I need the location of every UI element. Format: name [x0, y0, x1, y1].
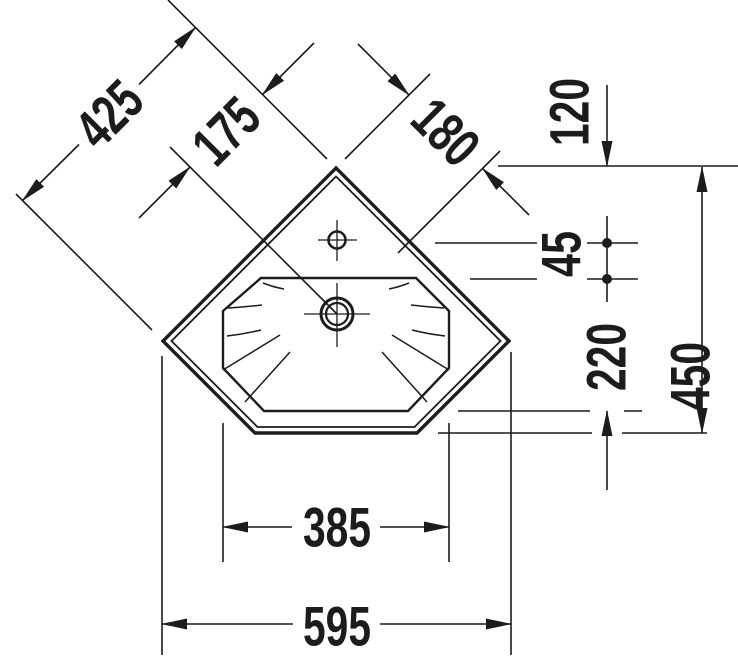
- drain-symbol: [304, 283, 370, 347]
- dim-450-label: 450: [659, 342, 722, 410]
- dimension-425: 425: [21, 26, 197, 202]
- dim-45-dot-terminator: [602, 238, 612, 248]
- dim-385-label: 385: [303, 496, 371, 559]
- dimension-180: 180: [357, 43, 530, 216]
- dim-45-label: 45: [530, 231, 593, 277]
- bowl-contour-lines: [222, 282, 450, 403]
- dim-180-label: 180: [400, 86, 493, 179]
- dimension-385: 385: [222, 496, 450, 559]
- dim-120-label: 120: [538, 78, 601, 146]
- ext-drain-upleft: [169, 146, 338, 315]
- dim-220-label: 220: [575, 323, 638, 391]
- basin-inner-rim: [170, 175, 502, 428]
- ext-corner-upleft: [167, 0, 328, 160]
- dimension-450: 450: [659, 166, 722, 434]
- basin-outline: [160, 165, 512, 435]
- ext-corner-upright: [344, 73, 431, 160]
- dim-595-label: 595: [303, 595, 371, 658]
- dimension-595: 595: [161, 595, 512, 658]
- dimension-120: 120: [538, 78, 613, 167]
- inner-bowl: [221, 276, 451, 413]
- dimension-220: 220: [575, 323, 638, 490]
- ext-left-vertex: [15, 193, 153, 331]
- extension-lines: [15, 0, 738, 655]
- tap-hole-symbol: [318, 220, 357, 261]
- dimension-45: 45: [530, 216, 612, 302]
- basin-outer-edge: [160, 165, 512, 435]
- dim-45-dot-terminator: [602, 274, 612, 284]
- dim-175-label: 175: [180, 85, 273, 178]
- dimension-175: 175: [138, 42, 315, 219]
- bowl-outline: [221, 276, 451, 413]
